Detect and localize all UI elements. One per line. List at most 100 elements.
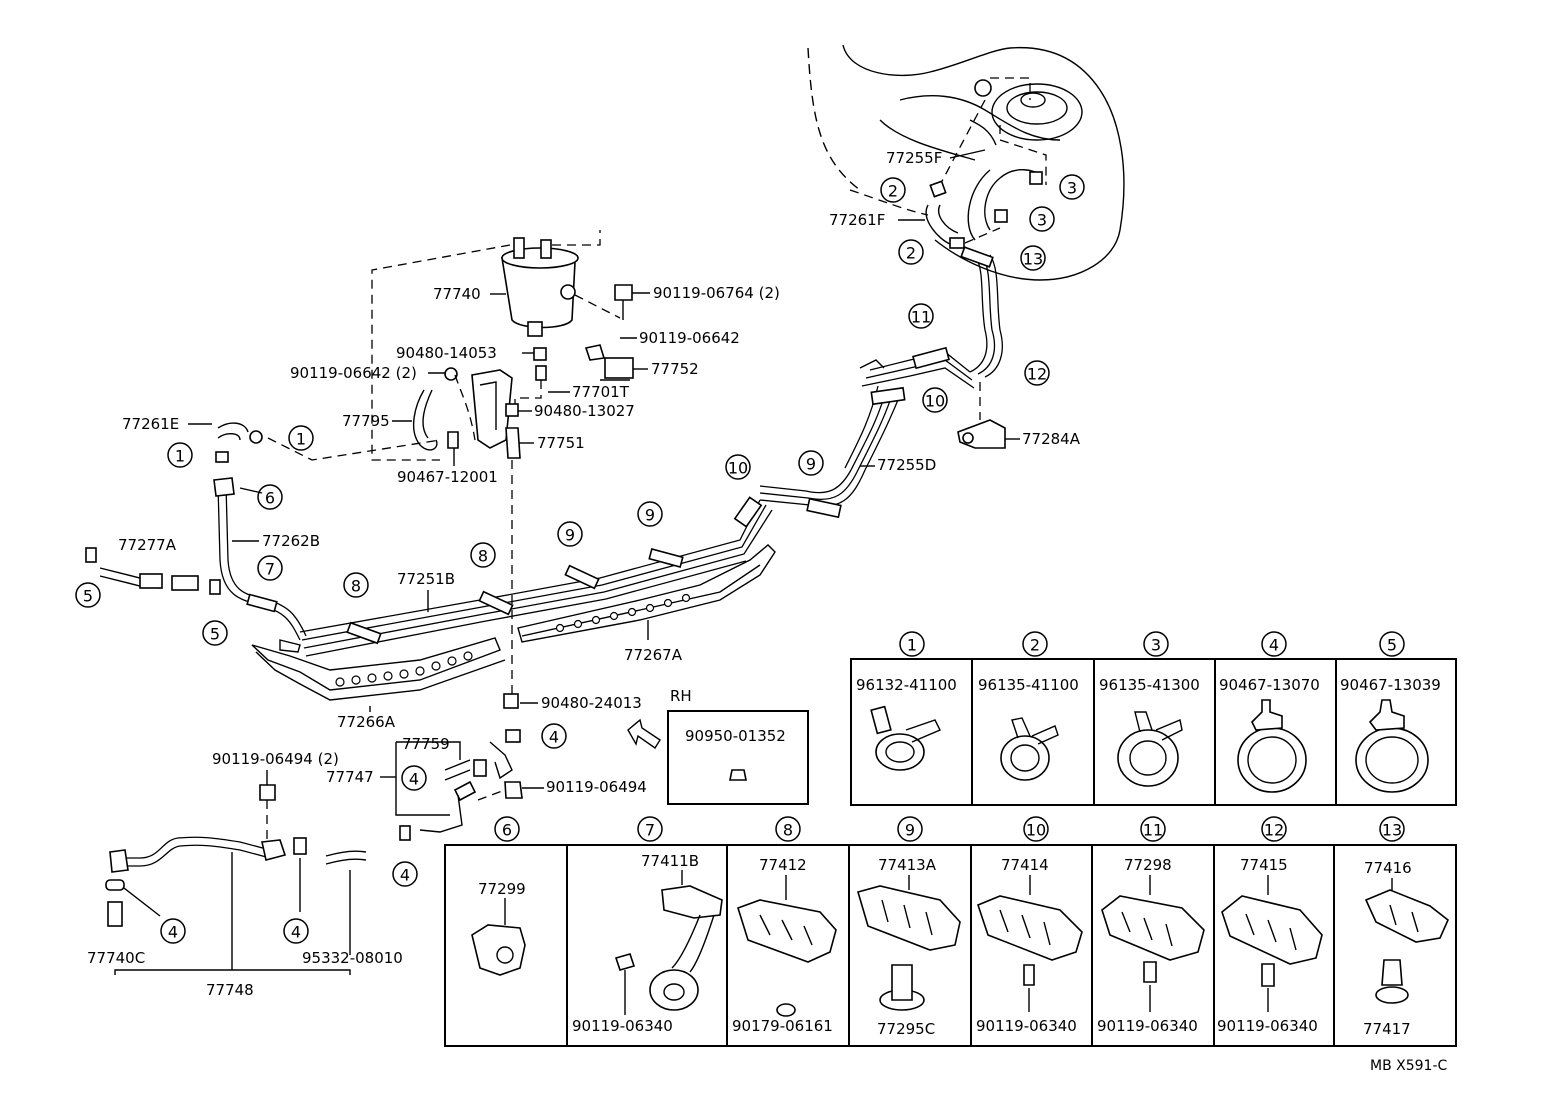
callout-9b: 9 <box>645 506 655 525</box>
clamp-8-drawing <box>737 899 837 1017</box>
label-77751: 77751 <box>537 434 585 452</box>
label-77266a: 77266A <box>337 713 396 731</box>
table-callout-12: 12 <box>1264 821 1284 840</box>
clip-part-11b: 90119-06340 <box>1097 1017 1198 1035</box>
main-fuel-lines-77251b <box>299 496 773 657</box>
table-callout-6: 6 <box>502 821 512 840</box>
diagram-code: MB X591-C <box>1370 1058 1447 1074</box>
callout-4e: 4 <box>291 923 301 942</box>
table-callout-3: 3 <box>1151 636 1161 655</box>
clip-part-6: 77299 <box>478 880 526 898</box>
label-77262b: 77262B <box>262 532 320 550</box>
clamp-13-drawing <box>1364 889 1449 1004</box>
table-callout-10: 10 <box>1026 821 1046 840</box>
callout-4b: 4 <box>409 770 419 789</box>
hose-clip-5-drawing <box>1355 699 1429 793</box>
label-77740: 77740 <box>433 285 481 303</box>
label-77284a: 77284A <box>1022 430 1081 448</box>
callout-3b: 3 <box>1037 211 1047 230</box>
label-77795: 77795 <box>342 412 390 430</box>
fuel-tank-outline <box>807 44 1125 281</box>
hose-clip-3-drawing <box>1117 711 1183 787</box>
clip-part-2: 96135-41100 <box>978 676 1079 694</box>
label-90119-06642: 90119-06642 <box>639 329 740 347</box>
label-77277a: 77277A <box>118 536 177 554</box>
callout-13a: 13 <box>1023 250 1043 269</box>
line-77262b <box>213 477 307 653</box>
table-callout-8: 8 <box>783 821 793 840</box>
hose-clip-4-drawing <box>1237 699 1307 793</box>
callout-7a: 7 <box>265 560 275 579</box>
clip-table-top: 1 2 3 4 5 96132-41100 96135-41100 96135-… <box>850 631 1457 806</box>
clamp-11-drawing <box>1101 895 1205 983</box>
clip-part-8a: 77412 <box>759 856 807 874</box>
pipe-77748: 90119-06494 (2) <box>105 750 367 975</box>
clip-part-12a: 77415 <box>1240 856 1288 874</box>
hose-clip-2-drawing <box>1000 717 1059 781</box>
callout-5a: 5 <box>83 587 93 606</box>
label-77752: 77752 <box>651 360 699 378</box>
clip-part-4: 90467-13070 <box>1219 676 1320 694</box>
label-rh: RH <box>670 687 692 705</box>
clip-part-9b: 77295C <box>877 1020 935 1038</box>
callout-3a: 3 <box>1067 179 1077 198</box>
callout-2a: 2 <box>888 182 898 201</box>
hose-77277a <box>85 547 221 595</box>
callout-circles: 2 3 3 2 13 11 12 10 1 1 10 9 6 9 9 8 7 8… <box>75 174 1085 944</box>
clip-part-5: 90467-13039 <box>1340 676 1441 694</box>
protector-77266a <box>251 637 506 701</box>
grommet-90480-24013 <box>503 693 521 743</box>
clamp-10-drawing <box>977 895 1083 986</box>
clip-part-10a: 77414 <box>1001 856 1049 874</box>
callout-1a: 1 <box>296 430 306 449</box>
label-90119-06494-2: 90119-06494 (2) <box>212 750 339 768</box>
label-90119-06494: 90119-06494 <box>546 778 647 796</box>
clamp-12-drawing <box>1221 895 1323 987</box>
fuel-lines-77255d <box>759 346 975 519</box>
clip-part-12b: 90119-06340 <box>1217 1017 1318 1035</box>
label-90119-06642-2: 90119-06642 (2) <box>290 364 417 382</box>
callout-6a: 6 <box>265 489 275 508</box>
hose-77759-77747 <box>395 741 523 841</box>
table-callout-5: 5 <box>1387 636 1397 655</box>
clip-part-13a: 77416 <box>1364 859 1412 877</box>
label-77261e: 77261E <box>122 415 179 433</box>
callout-10b: 10 <box>728 459 748 478</box>
callout-5b: 5 <box>210 625 220 644</box>
hose-77255f <box>925 99 1001 249</box>
label-77748: 77748 <box>206 981 254 999</box>
table-callout-2: 2 <box>1030 636 1040 655</box>
callout-1b: 1 <box>175 447 185 466</box>
tank-fuel-lines <box>960 246 1003 378</box>
label-77759: 77759 <box>402 735 450 753</box>
label-90119-06764: 90119-06764 (2) <box>653 284 780 302</box>
clamp-7-drawing <box>614 885 723 1011</box>
label-77255d: 77255D <box>877 456 936 474</box>
label-90480-24013: 90480-24013 <box>541 694 642 712</box>
clip-part-13b: 77417 <box>1363 1020 1411 1038</box>
table-callout-9: 9 <box>905 821 915 840</box>
protector-77267a <box>517 544 776 643</box>
bracket-assembly <box>412 369 513 451</box>
table-callout-1: 1 <box>907 636 917 655</box>
arrow-icon <box>627 718 661 749</box>
label-90480-14053: 90480-14053 <box>396 344 497 362</box>
rh-inset-box <box>667 710 809 805</box>
callout-4c: 4 <box>400 866 410 885</box>
plug-90950-01352 <box>729 769 747 781</box>
bracket-77284a <box>957 382 1006 449</box>
clip-part-1: 96132-41100 <box>856 676 957 694</box>
clamp-9-drawing <box>857 885 961 1011</box>
callout-12a: 12 <box>1027 365 1047 384</box>
table-callout-13: 13 <box>1382 821 1402 840</box>
hose-clip-1-drawing <box>870 705 941 771</box>
callout-8a: 8 <box>478 547 488 566</box>
clip-part-11a: 77298 <box>1124 856 1172 874</box>
table-callout-11: 11 <box>1143 821 1163 840</box>
table-callout-7: 7 <box>645 821 655 840</box>
clip-table-bottom: 6 7 8 9 10 11 12 13 77299 77411B 90119-0… <box>444 816 1457 1047</box>
callout-4a: 4 <box>549 728 559 747</box>
label-77747: 77747 <box>326 768 374 786</box>
callout-2b: 2 <box>906 244 916 263</box>
